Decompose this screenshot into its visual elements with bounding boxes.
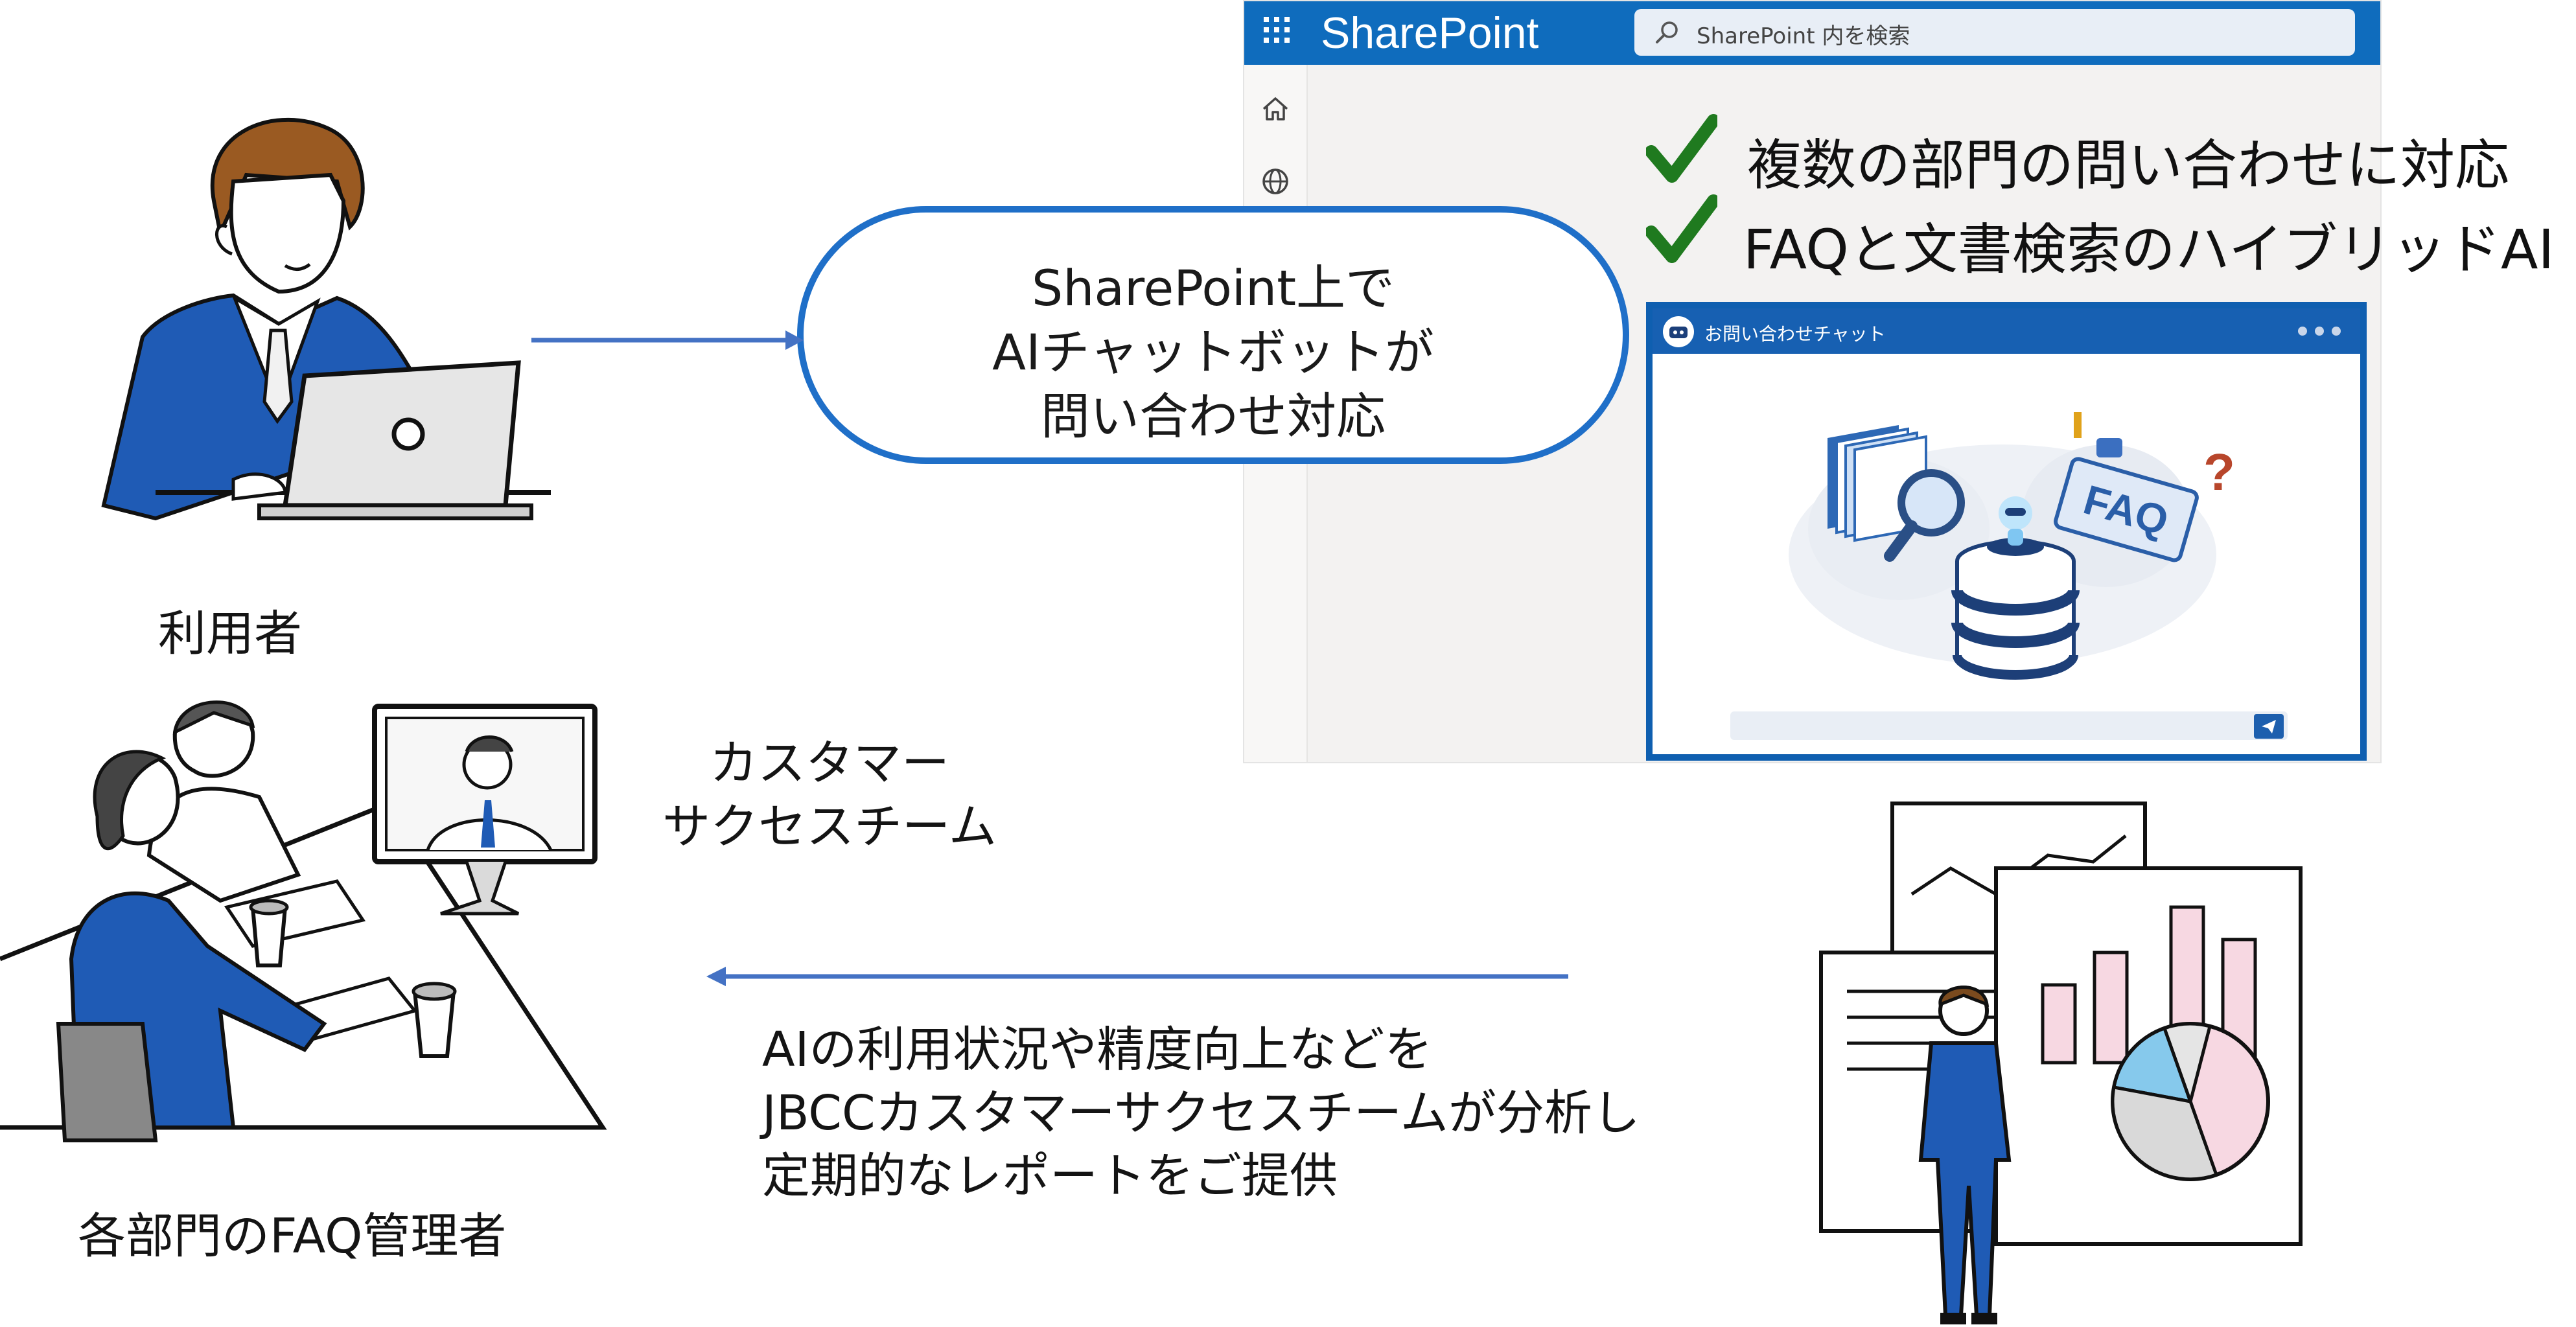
faq-hero-illustration: FAQ ? <box>1789 412 2235 680</box>
label-faq-admin: 各部門のFAQ管理者 <box>78 1208 507 1264</box>
app-launcher-icon[interactable] <box>1261 14 1292 45</box>
arrow-to-bubble <box>531 330 804 350</box>
search-placeholder: SharePoint 内を検索 <box>1697 23 1910 49</box>
chat-header: お問い合わせチャット <box>1653 308 2360 354</box>
label-success-team-line1: カスタマー <box>710 735 949 791</box>
check-icon <box>1646 114 1717 183</box>
bubble-line: 問い合わせ対応 <box>1041 387 1386 445</box>
sharepoint-top-bar: SharePoint SharePoint 内を検索 <box>1244 1 2380 65</box>
report-line: 定期的なレポートをご提供 <box>762 1148 1338 1205</box>
bubble-line: AIチャットボットが <box>992 323 1434 381</box>
send-icon <box>2262 720 2276 733</box>
menu-dot-icon[interactable] <box>2298 327 2307 336</box>
user-illustration <box>101 117 551 521</box>
faq-admin-meeting-illustration <box>0 700 607 1142</box>
menu-dot-icon[interactable] <box>2332 327 2341 336</box>
send-button[interactable] <box>2254 714 2284 739</box>
menu-dot-icon[interactable] <box>2315 327 2324 336</box>
report-text: AIの利用状況や精度向上などを JBCCカスタマーサクセスチームが分析し 定期的… <box>762 1019 1640 1208</box>
analyst-report-illustration <box>1819 802 2303 1324</box>
arrow-report-back <box>706 967 1568 986</box>
svg-text:?: ? <box>2203 443 2235 501</box>
app-title[interactable]: SharePoint <box>1321 8 1539 58</box>
home-icon[interactable] <box>1259 92 1292 126</box>
bubble-line: SharePoint上で <box>1031 259 1395 317</box>
search-input[interactable]: SharePoint 内を検索 <box>1634 9 2355 56</box>
check-icon <box>1646 194 1717 263</box>
chat-window: お問い合わせチャット <box>1646 302 2367 761</box>
label-user: 利用者 <box>158 606 302 662</box>
bot-icon <box>1663 316 1694 347</box>
label-success-team: カスタマー サクセスチーム <box>622 732 1037 859</box>
bubble-text: SharePoint上で AIチャットボットが 問い合わせ対応 <box>804 257 1623 448</box>
chatbot-bubble: SharePoint上で AIチャットボットが 問い合わせ対応 <box>797 206 1629 464</box>
search-icon <box>1656 21 1678 43</box>
label-success-team-line2: サクセスチーム <box>662 798 997 855</box>
feature-hybrid-ai: FAQと文書検索のハイブリッドAI <box>1743 218 2555 281</box>
chat-panel: お問い合わせチャット <box>1653 308 2360 754</box>
feature-multi-department: 複数の部門の問い合わせに対応 <box>1747 133 2510 197</box>
report-line: JBCCカスタマーサクセスチームが分析し <box>762 1085 1640 1141</box>
chat-message-input[interactable] <box>1730 711 2288 740</box>
report-line: AIの利用状況や精度向上などを <box>762 1022 1433 1078</box>
chat-title: お問い合わせチャット <box>1704 323 1886 345</box>
globe-icon[interactable] <box>1259 165 1292 198</box>
